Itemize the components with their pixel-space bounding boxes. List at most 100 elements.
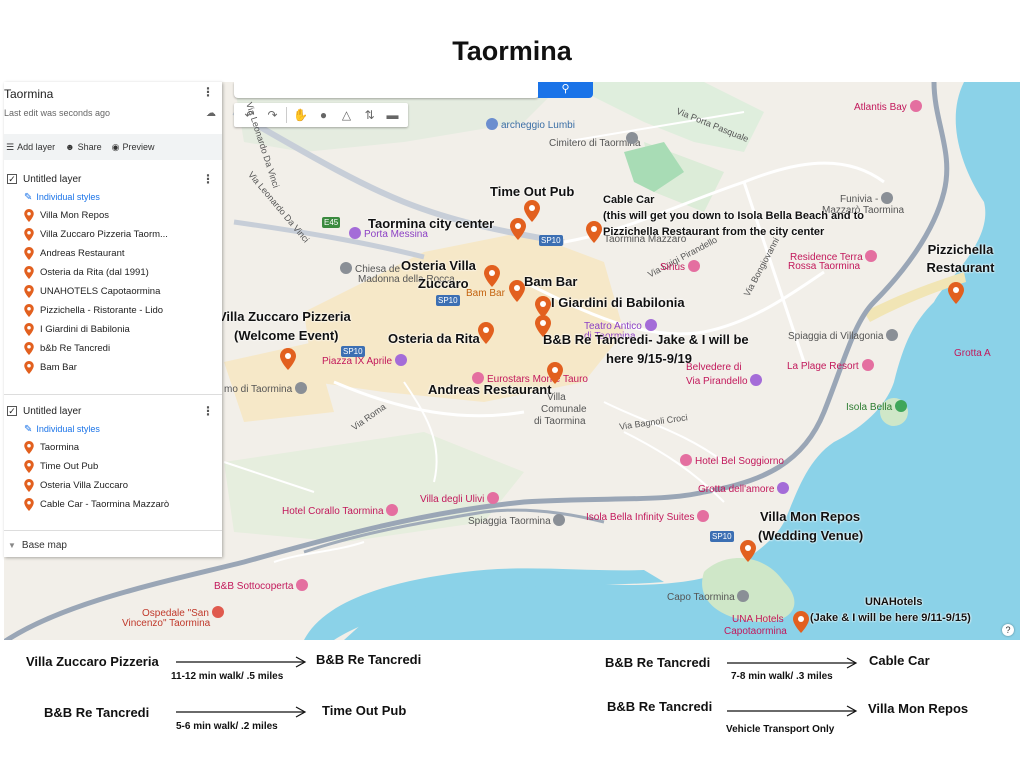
eye-icon: ◉ (111, 141, 120, 152)
search-button[interactable]: ⚲ (538, 82, 593, 98)
layer-list-item[interactable]: UNAHOTELS Capotaormina (4, 282, 222, 301)
layer-list-item[interactable]: Time Out Pub (4, 457, 222, 476)
label-unahotels-line1: UNAHotels (865, 596, 923, 608)
base-map-toggle[interactable]: ▼Base map (8, 539, 67, 551)
layer-list-item[interactable]: Taormina (4, 438, 222, 457)
hand-icon[interactable]: ✋ (293, 108, 308, 122)
poi-teatro-antico[interactable]: Teatro Antico (584, 319, 660, 333)
layer-visibility-checkbox[interactable]: ✓ (7, 174, 17, 184)
layer-list-item[interactable]: Osteria da Rita (dal 1991) (4, 263, 222, 282)
route-1-arrow (176, 656, 307, 668)
poi-ospedale[interactable]: Ospedale "San (142, 606, 227, 620)
poi-bam-bar[interactable]: Bam Bar (466, 288, 505, 299)
layer-list-item[interactable]: b&b Re Tancredi (4, 339, 222, 358)
poi-porta-messina[interactable]: Porta Messina (349, 227, 428, 241)
layer-name[interactable]: Untitled layer (23, 405, 82, 417)
pin-bam-bar[interactable] (509, 280, 525, 302)
poi-atlantis-bay[interactable]: Atlantis Bay (854, 100, 925, 114)
poi-parking[interactable]: archeggio Lumbi (486, 118, 575, 132)
poi-grotta-azzurra[interactable]: Grotta A (954, 348, 991, 359)
poi-isola-bella[interactable]: Isola Bella (846, 400, 910, 414)
pin-re-tancredi[interactable] (535, 315, 551, 337)
pin-time-out-pub[interactable] (524, 200, 540, 222)
pin-pizzichella[interactable] (948, 282, 964, 304)
help-icon[interactable]: ? (1002, 624, 1014, 636)
route-4-from: B&B Re Tancredi (607, 699, 713, 714)
hotel-icon (487, 492, 500, 504)
layer-list-item[interactable]: Cable Car - Taormina Mazzarò (4, 495, 222, 514)
pin-giardini[interactable] (535, 296, 551, 318)
add-marker-icon[interactable]: ● (319, 108, 328, 122)
layer-name[interactable]: Untitled layer (23, 173, 82, 185)
poi-chiesa[interactable]: Chiesa de (340, 262, 400, 276)
layer-list-item[interactable]: Osteria Villa Zuccaro (4, 476, 222, 495)
more-options-icon[interactable]: ⋮ (202, 85, 214, 99)
share-button[interactable]: ☻Share (65, 142, 102, 152)
poi-spiaggia-taormina[interactable]: Spiaggia Taormina (468, 514, 568, 528)
layer-visibility-checkbox[interactable]: ✓ (7, 406, 17, 416)
layer-options-icon[interactable]: ⋮ (202, 172, 214, 186)
poi-cemetery[interactable]: Cimitero di Taormina (549, 138, 641, 149)
poi-spiaggia-villagonia[interactable]: Spiaggia di Villagonia (788, 329, 901, 343)
poi-residence-terra-rossa[interactable]: Residence Terra (790, 250, 880, 264)
pin-villa-mon-repos[interactable] (740, 540, 756, 562)
layer-list-item[interactable]: Bam Bar (4, 358, 222, 377)
layer-list-item[interactable]: Andreas Restaurant (4, 244, 222, 263)
poi-villa-comunale-line3: di Taormina (534, 416, 586, 427)
map-canvas[interactable]: ⚲ ↶ ↷ ✋ ● △ ⇅ ▬ Via Leonardo Da Vinci Vi… (4, 82, 1020, 640)
preview-button[interactable]: ◉Preview (111, 141, 155, 153)
directions-icon[interactable]: ⇅ (364, 108, 375, 122)
poi-duomo[interactable]: mo di Taormina (224, 382, 310, 396)
individual-styles-link[interactable]: ✎Individual styles (24, 191, 100, 203)
layer-options-icon[interactable]: ⋮ (202, 404, 214, 418)
individual-styles-link[interactable]: ✎Individual styles (24, 423, 100, 435)
map-title[interactable]: Taormina (4, 87, 54, 101)
poi-isola-bella-suites[interactable]: Isola Bella Infinity Suites (586, 510, 712, 524)
poi-una-hotels[interactable]: UNA Hotels (732, 614, 784, 625)
layer-header[interactable]: ✓ Untitled layer ⋮ (4, 402, 222, 420)
poi-villa-ulivi[interactable]: Villa degli Ulivi (420, 492, 502, 506)
layer-list-item[interactable]: Pizzichella - Ristorante - Lido (4, 301, 222, 320)
marker-pin-icon (24, 323, 34, 336)
route-2-to: Time Out Pub (322, 703, 407, 718)
pin-andreas[interactable] (547, 362, 563, 384)
pin-cable-car[interactable] (586, 221, 602, 243)
undo-icon[interactable]: ↶ (244, 108, 255, 122)
draw-line-icon[interactable]: △ (341, 108, 352, 122)
hotel-icon (472, 372, 484, 384)
poi-sirius[interactable]: Sirius (660, 260, 703, 274)
layer-header[interactable]: ✓ Untitled layer ⋮ (4, 170, 222, 188)
poi-funivia-line2: Mazzarò Taormina (822, 205, 905, 216)
pin-city-center[interactable] (510, 218, 526, 240)
park-icon (894, 400, 907, 412)
layer-item-label: Bam Bar (40, 362, 77, 373)
label-osteria-rita: Osteria da Rita (388, 331, 480, 346)
poi-taormina-mazzaro: Taormina Mazzaro (604, 234, 687, 245)
marker-pin-icon (24, 209, 34, 222)
layer-1: ✓ Untitled layer ⋮ ✎Individual styles Vi… (4, 170, 222, 377)
poi-piazza[interactable]: Piazza IX Aprile (322, 354, 410, 368)
layer-item-label: I Giardini di Babilonia (40, 324, 130, 335)
poi-hotel-bel-soggiorno[interactable]: Hotel Bel Soggiorno (680, 454, 784, 468)
search-input[interactable] (234, 82, 539, 98)
layer-list-item[interactable]: I Giardini di Babilonia (4, 320, 222, 339)
pin-osteria-villa-zuccaro[interactable] (484, 265, 500, 287)
add-layer-button[interactable]: ☰Add layer (6, 141, 56, 153)
label-unahotels-line2: (Jake & I will be here 9/11-9/15) (810, 612, 971, 624)
layer-list-item[interactable]: Villa Zuccaro Pizzeria Taorm... (4, 225, 222, 244)
poi-funivia[interactable]: Funivia - (840, 192, 896, 206)
poi-grotta-amore[interactable]: Grotta dell'amore (698, 482, 792, 496)
poi-belvedere[interactable]: Belvedere di (686, 362, 742, 373)
pin-osteria-rita[interactable] (478, 322, 494, 344)
poi-bb-sottocoperta[interactable]: B&B Sottocoperta (214, 579, 311, 593)
poi-capo-taormina[interactable]: Capo Taormina (667, 590, 752, 604)
pin-villa-zuccaro[interactable] (280, 348, 296, 370)
poi-hotel-corallo[interactable]: Hotel Corallo Taormina (282, 504, 401, 518)
redo-icon[interactable]: ↷ (267, 108, 278, 122)
pin-unahotels[interactable] (793, 611, 809, 633)
layer-list-item[interactable]: Villa Mon Repos (4, 206, 222, 225)
ruler-icon[interactable]: ▬ (386, 108, 399, 122)
panel-actions: ☰Add layer ☻Share ◉Preview (4, 134, 222, 160)
poi-eurostars[interactable]: Eurostars Monte Tauro (472, 372, 588, 386)
poi-la-plage[interactable]: La Plage Resort (787, 359, 877, 373)
